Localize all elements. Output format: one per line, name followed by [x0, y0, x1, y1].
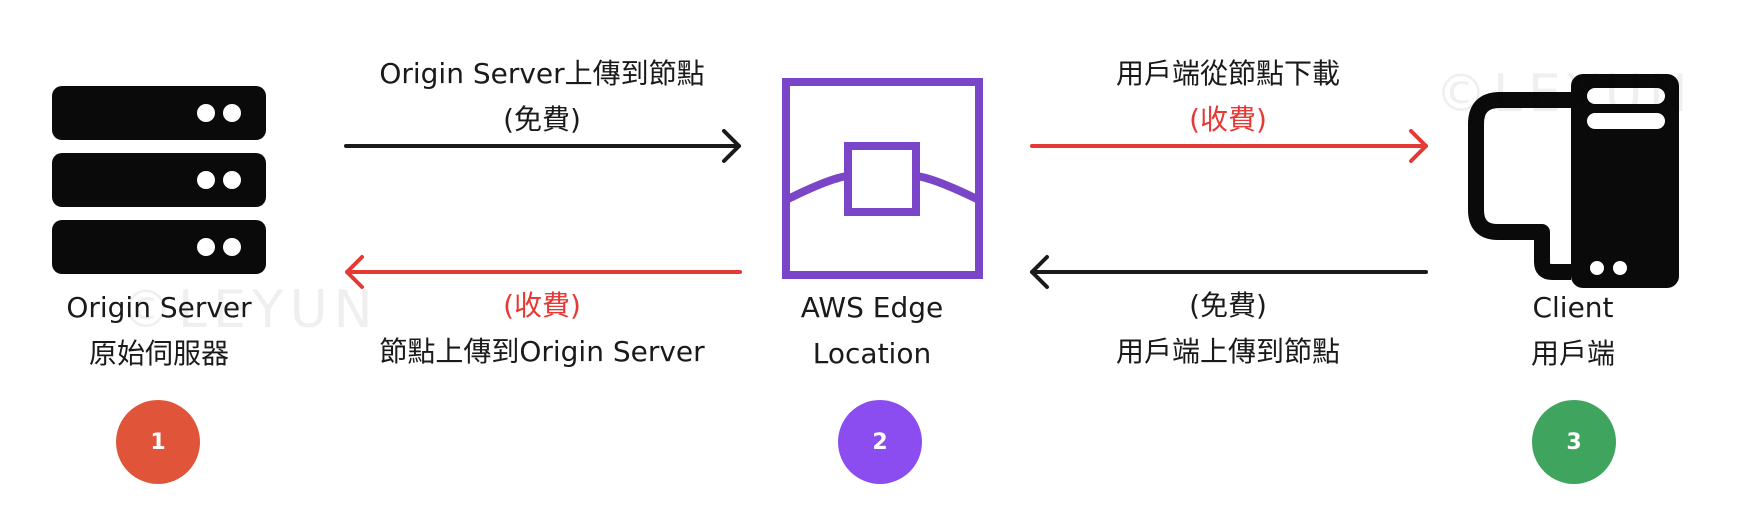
edge-label-line2: Location: [812, 337, 932, 370]
arrow-edge-to-client: [1030, 129, 1428, 163]
fee-label: (收費): [503, 289, 581, 322]
client-computer-icon: [1468, 74, 1679, 288]
watermark: ©LEYUN: [1435, 64, 1694, 124]
watermark: ©LEYUN: [120, 280, 379, 340]
flow-edge-to-client-label: 用戶端從節點下載 (收費): [1116, 51, 1340, 143]
arrow-origin-to-edge: [344, 129, 741, 163]
origin-label-en: Origin Server: [66, 291, 252, 324]
edge-location-label: AWS Edge Location: [801, 285, 943, 377]
fee-label: (免費): [503, 103, 581, 136]
flow-title: 用戶端從節點下載: [1115, 57, 1341, 90]
flow-title: 節點上傳到Origin Server: [379, 335, 705, 368]
flow-title: 用戶端上傳到節點: [1115, 335, 1341, 368]
arrow-edge-to-origin: [345, 255, 742, 289]
server-rack-icon: [52, 86, 266, 274]
origin-label-zh: 原始伺服器: [88, 337, 230, 370]
client-label-zh: 用戶端: [1530, 337, 1616, 370]
step-badge-3: 3: [1532, 400, 1616, 484]
arrow-client-to-edge: [1030, 255, 1428, 289]
flow-title: Origin Server上傳到節點: [379, 57, 705, 90]
edge-label-line1: AWS Edge: [800, 291, 944, 324]
origin-server-label: Origin Server 原始伺服器: [66, 285, 251, 377]
fee-label: (收費): [1189, 103, 1267, 136]
step-badge-2: 2: [838, 400, 922, 484]
step-badge-1: 1: [116, 400, 200, 484]
client-label: Client 用戶端: [1531, 285, 1615, 377]
flow-client-to-edge-label: (免費) 用戶端上傳到節點: [1116, 283, 1340, 375]
flow-origin-to-edge-label: Origin Server上傳到節點 (免費): [379, 51, 704, 143]
flow-edge-to-origin-label: (收費) 節點上傳到Origin Server: [379, 283, 704, 375]
edge-location-icon: [782, 78, 983, 279]
fee-label: (免費): [1189, 289, 1267, 322]
client-label-en: Client: [1532, 291, 1614, 324]
